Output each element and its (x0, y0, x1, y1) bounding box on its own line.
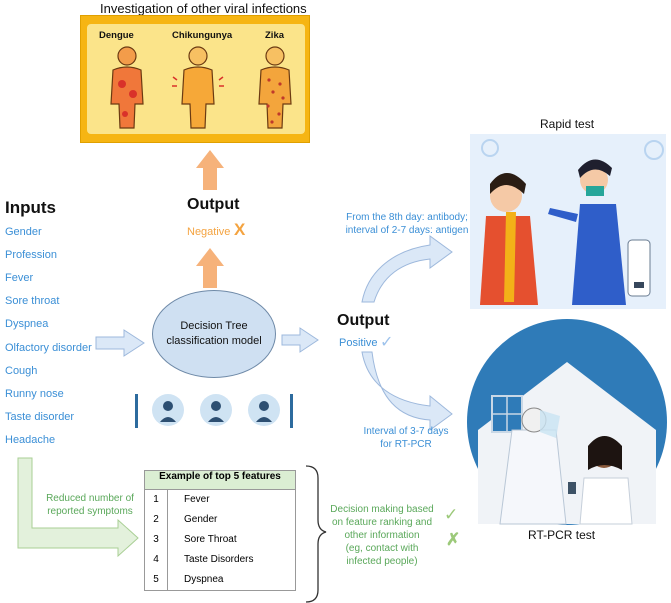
input-taste-disorder: Taste disorder (5, 411, 75, 423)
rtpcr-interval-text: Interval of 3-7 days for RT-PCR (356, 425, 456, 451)
curved-arrow-down-icon (361, 351, 453, 431)
input-fever: Fever (5, 272, 34, 284)
input-sore-throat: Sore throat (5, 295, 60, 307)
feature-num: 3 (145, 530, 168, 550)
antibody-text: From the 8th day: antibody; interval of … (332, 211, 482, 237)
decision-line5: infected people) (346, 556, 418, 567)
decision-line2: on feature ranking and (331, 517, 433, 528)
decision-line1: Decision making based (330, 504, 434, 515)
feature-name: Taste Disorders (184, 554, 254, 565)
chikungunya-figure-icon (172, 46, 224, 129)
rtpcr-interval-line2: for RT-PCR (380, 439, 432, 450)
disease-label-chikungunya: Chikungunya (172, 30, 233, 41)
input-cough: Cough (5, 365, 38, 377)
input-runny-nose: Runny nose (5, 388, 64, 400)
blue-right-arrow-icon (95, 329, 145, 357)
person-icons-drawing (160, 401, 272, 422)
output-top-title: Output (187, 196, 240, 213)
separator-right (290, 394, 293, 428)
disease-label-zika: Zika (265, 30, 285, 41)
feature-num: 1 (145, 490, 168, 510)
feature-name: Fever (184, 494, 210, 505)
feature-name: Gender (184, 514, 218, 525)
rtpcr-test-title: RT-PCR test (528, 528, 596, 542)
feature-name: Sore Throat (184, 534, 237, 545)
model-line1: Decision Tree (180, 320, 248, 332)
feature-num: 4 (145, 550, 168, 570)
feature-num: 2 (145, 510, 168, 530)
input-olfactory-disorder: Olfactory disorder (5, 342, 92, 354)
table-row: 5 Dyspnea (145, 570, 295, 590)
rapid-test-illustration (470, 134, 666, 309)
zika-figure-icon (258, 46, 292, 129)
antibody-line2: interval of 2-7 days: antigen (345, 225, 469, 236)
viral-infections-title: Investigation of other viral infections (100, 1, 307, 16)
reduced-line1: Reduced number of (46, 493, 134, 504)
features-table-header: Example of top 5 features (145, 471, 295, 490)
disease-label-dengue: Dengue (99, 30, 134, 41)
orange-up-arrow-icon (196, 150, 224, 190)
decision-tree-model: Decision Tree classification model (152, 290, 276, 378)
viral-infections-image: Dengue Chikungunya Zika (80, 15, 310, 143)
x-icon-green: ✗ (446, 530, 461, 549)
input-profession: Profession (5, 249, 57, 261)
antibody-line1: From the 8th day: antibody; (346, 212, 468, 223)
decision-line3: other information (344, 530, 420, 541)
check-icon-blue: ✓ (380, 334, 394, 351)
input-dyspnea: Dyspnea (5, 318, 49, 330)
orange-up-arrow-lower-icon (196, 248, 224, 288)
feature-name: Dyspnea (184, 574, 224, 585)
check-icon: ✓ (444, 505, 459, 524)
input-headache: Headache (5, 434, 56, 446)
rapid-test-title: Rapid test (540, 117, 595, 131)
table-row: 1 Fever (145, 490, 295, 510)
reduced-symptoms-text: Reduced number of reported symptoms (40, 492, 140, 518)
curved-arrow-up-icon (361, 235, 453, 303)
green-l-arrow-icon (17, 457, 139, 558)
table-row: 2 Gender (145, 510, 295, 530)
dengue-figure-icon (110, 46, 144, 129)
feature-num: 5 (145, 570, 168, 590)
model-line2: classification model (166, 335, 262, 347)
inputs-title: Inputs (5, 198, 56, 217)
x-icon: X (234, 220, 246, 239)
table-row: 3 Sore Throat (145, 530, 295, 550)
sick-figures-illustration (110, 46, 292, 129)
output-right-title: Output (337, 312, 390, 329)
input-gender: Gender (5, 226, 42, 238)
blue-right-arrow-model-icon (281, 327, 319, 353)
table-row: 4 Taste Disorders (145, 550, 295, 570)
rtpcr-test-illustration (467, 319, 667, 525)
separator-left (135, 394, 138, 428)
brace-icon (305, 465, 327, 603)
rtpcr-interval-line1: Interval of 3-7 days (363, 426, 449, 437)
features-table: Example of top 5 features 1 Fever 2 Gend… (144, 470, 296, 591)
decision-line4: (eg, contact with (345, 543, 419, 554)
negative-label: Negative (187, 226, 231, 238)
reduced-line2: reported symptoms (47, 506, 133, 517)
positive-label: Positive (339, 337, 378, 349)
decision-making-text: Decision making based on feature ranking… (326, 503, 438, 568)
